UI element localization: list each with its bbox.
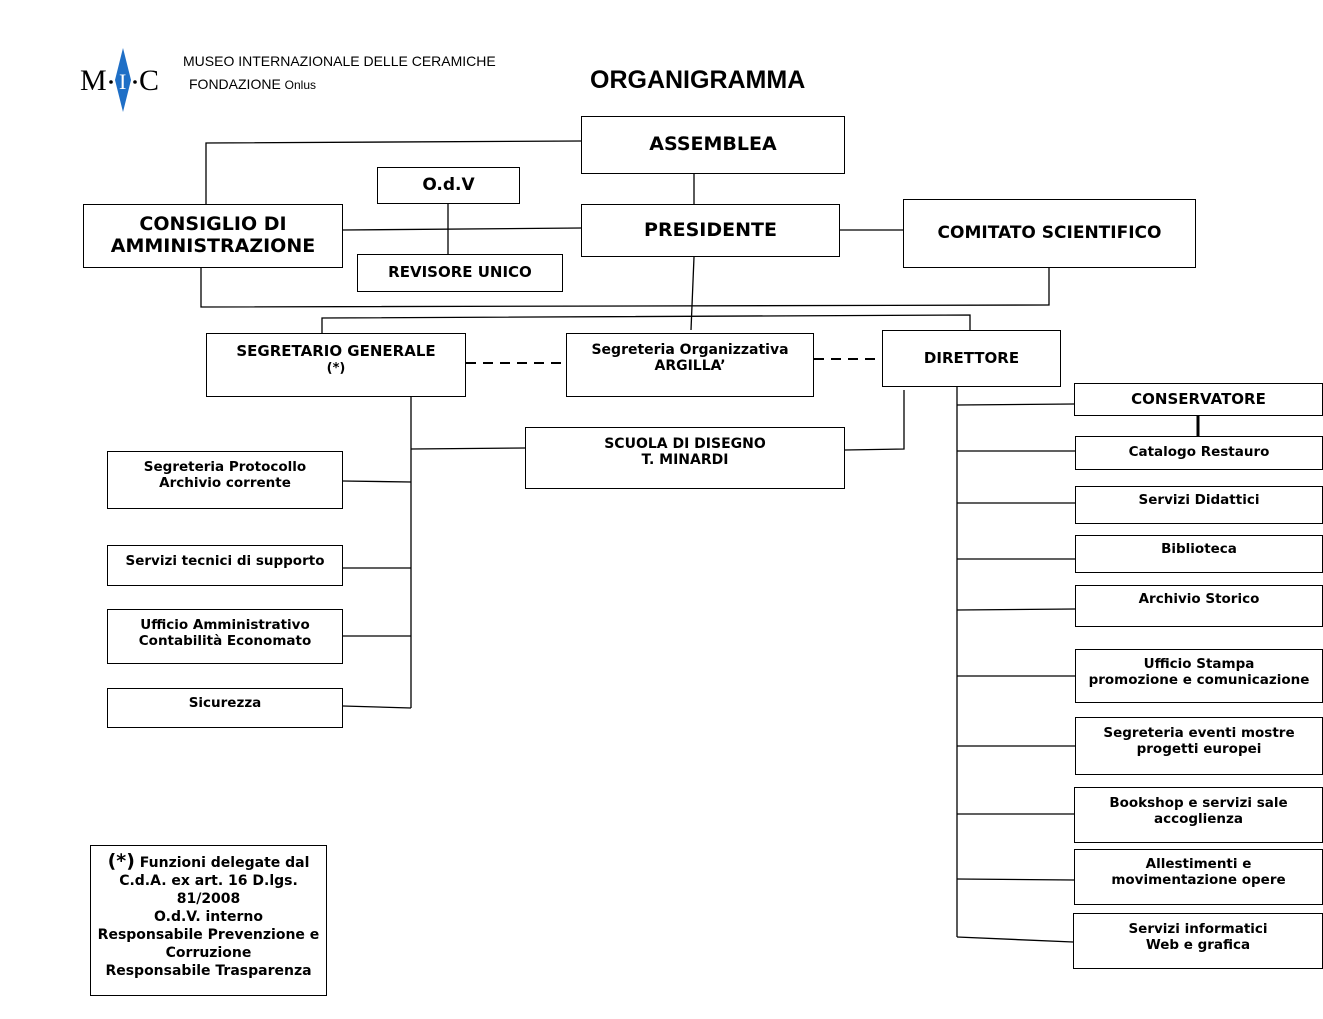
org-subname: FONDAZIONE Onlus bbox=[189, 76, 316, 92]
box-servizi-informatici: Servizi informatici Web e grafica bbox=[1073, 913, 1323, 969]
box-conservatore: CONSERVATORE bbox=[1074, 383, 1323, 416]
label-segretario-mark: (*) bbox=[326, 361, 346, 377]
label-segreteria-org-1: Segreteria Organizzativa bbox=[591, 342, 789, 358]
label-presidente: PRESIDENTE bbox=[644, 218, 777, 241]
box-consiglio: CONSIGLIO DI AMMINISTRAZIONE bbox=[83, 204, 343, 268]
box-segreteria-eventi: Segreteria eventi mostre progetti europe… bbox=[1075, 717, 1323, 775]
label-catalogo-restauro: Catalogo Restauro bbox=[1128, 444, 1270, 461]
box-segreteria-protocollo: Segreteria Protocollo Archivio corrente bbox=[107, 451, 343, 509]
label-scuola-2: T. MINARDI bbox=[641, 452, 729, 469]
label-sicurezza: Sicurezza bbox=[188, 695, 262, 711]
footnote-line-4: O.d.V. interno bbox=[154, 909, 263, 925]
box-assemblea: ASSEMBLEA bbox=[581, 116, 845, 174]
org-foundation: FONDAZIONE bbox=[189, 76, 281, 92]
label-ufficio-stampa-1: Ufficio Stampa bbox=[1143, 656, 1255, 672]
label-biblioteca: Biblioteca bbox=[1161, 541, 1237, 557]
box-scuola: SCUOLA DI DISEGNO T. MINARDI bbox=[525, 427, 845, 489]
label-allestimenti-1: Allestimenti e bbox=[1145, 856, 1252, 872]
org-suffix: Onlus bbox=[284, 78, 317, 92]
box-comitato: COMITATO SCIENTIFICO bbox=[903, 199, 1196, 268]
page-title: ORGANIGRAMMA bbox=[590, 66, 806, 94]
box-allestimenti: Allestimenti e movimentazione opere bbox=[1074, 849, 1323, 905]
label-servizi-didattici: Servizi Didattici bbox=[1138, 492, 1260, 508]
box-sicurezza: Sicurezza bbox=[107, 688, 343, 728]
label-bookshop-2: accoglienza bbox=[1153, 810, 1244, 827]
label-segreteria-protocollo-2: Archivio corrente bbox=[159, 474, 291, 491]
logo-diamond bbox=[115, 48, 131, 112]
label-allestimenti-2: movimentazione opere bbox=[1111, 871, 1286, 888]
box-odv: O.d.V bbox=[377, 167, 520, 204]
label-comitato: COMITATO SCIENTIFICO bbox=[937, 222, 1162, 243]
footnote-box: (*) Funzioni delegate dal C.d.A. ex art.… bbox=[90, 845, 327, 996]
org-name: MUSEO INTERNAZIONALE DELLE CERAMICHE bbox=[183, 53, 496, 69]
logo-letter-c: C bbox=[139, 64, 159, 97]
box-biblioteca: Biblioteca bbox=[1075, 535, 1323, 573]
label-segretario: SEGRETARIO GENERALE bbox=[236, 342, 436, 360]
label-conservatore: CONSERVATORE bbox=[1131, 389, 1266, 408]
label-assemblea: ASSEMBLEA bbox=[649, 133, 777, 156]
box-direttore: DIRETTORE bbox=[882, 330, 1061, 387]
label-ufficio-stampa-2: promozione e comunicazione bbox=[1088, 671, 1310, 688]
footnote-line-2: C.d.A. ex art. 16 D.lgs. bbox=[119, 873, 298, 889]
label-segreteria-eventi-1: Segreteria eventi mostre bbox=[1103, 725, 1295, 741]
footnote-line-3: 81/2008 bbox=[176, 891, 241, 907]
box-presidente: PRESIDENTE bbox=[581, 204, 840, 257]
box-bookshop: Bookshop e servizi sale accoglienza bbox=[1074, 787, 1323, 843]
label-servizi-tecnici: Servizi tecnici di supporto bbox=[125, 553, 325, 569]
footnote-line-1: Funzioni delegate dal bbox=[139, 855, 310, 871]
box-servizi-didattici: Servizi Didattici bbox=[1075, 486, 1323, 524]
footnote-line-7: Responsabile Trasparenza bbox=[105, 963, 312, 979]
box-segretario: SEGRETARIO GENERALE (*) bbox=[206, 333, 466, 397]
box-archivio-storico: Archivio Storico bbox=[1075, 585, 1323, 627]
label-servizi-informatici-1: Servizi informatici bbox=[1128, 921, 1268, 937]
box-ufficio-amministrativo: Ufficio Amministrativo Contabilità Econo… bbox=[107, 609, 343, 664]
box-revisore: REVISORE UNICO bbox=[357, 254, 563, 292]
label-consiglio-1: CONSIGLIO DI bbox=[139, 213, 287, 236]
label-segreteria-eventi-2: progetti europei bbox=[1136, 740, 1262, 757]
label-servizi-informatici-2: Web e grafica bbox=[1145, 936, 1251, 953]
label-odv: O.d.V bbox=[422, 174, 475, 195]
logo-letter-i: I bbox=[119, 69, 126, 94]
footnote-mark: (*) bbox=[107, 850, 135, 872]
label-archivio-storico: Archivio Storico bbox=[1138, 591, 1260, 607]
label-consiglio-2: AMMINISTRAZIONE bbox=[110, 235, 316, 257]
logo-mark: M I C bbox=[80, 48, 159, 112]
label-direttore: DIRETTORE bbox=[923, 348, 1020, 367]
footnote-first-line: (*) Funzioni delegate dal bbox=[91, 852, 326, 872]
label-scuola-1: SCUOLA DI DISEGNO bbox=[604, 436, 766, 452]
label-revisore: REVISORE UNICO bbox=[388, 263, 532, 282]
footnote-line-6: Corruzione bbox=[165, 945, 252, 961]
box-catalogo-restauro: Catalogo Restauro bbox=[1075, 436, 1323, 470]
label-ufficio-amministrativo-2: Contabilità Economato bbox=[138, 632, 312, 649]
footnote-line-5: Responsabile Prevenzione e bbox=[97, 927, 320, 943]
box-segreteria-org: Segreteria Organizzativa ARGILLA’ bbox=[566, 333, 814, 397]
label-segreteria-protocollo-1: Segreteria Protocollo bbox=[143, 459, 307, 475]
label-bookshop-1: Bookshop e servizi sale bbox=[1109, 795, 1288, 811]
box-servizi-tecnici: Servizi tecnici di supporto bbox=[107, 545, 343, 586]
logo-letter-m: M bbox=[80, 64, 107, 97]
box-ufficio-stampa: Ufficio Stampa promozione e comunicazion… bbox=[1075, 649, 1323, 703]
label-segreteria-org-2: ARGILLA’ bbox=[654, 358, 726, 375]
mic-logo: M I C bbox=[78, 46, 188, 116]
label-ufficio-amministrativo-1: Ufficio Amministrativo bbox=[140, 617, 310, 633]
